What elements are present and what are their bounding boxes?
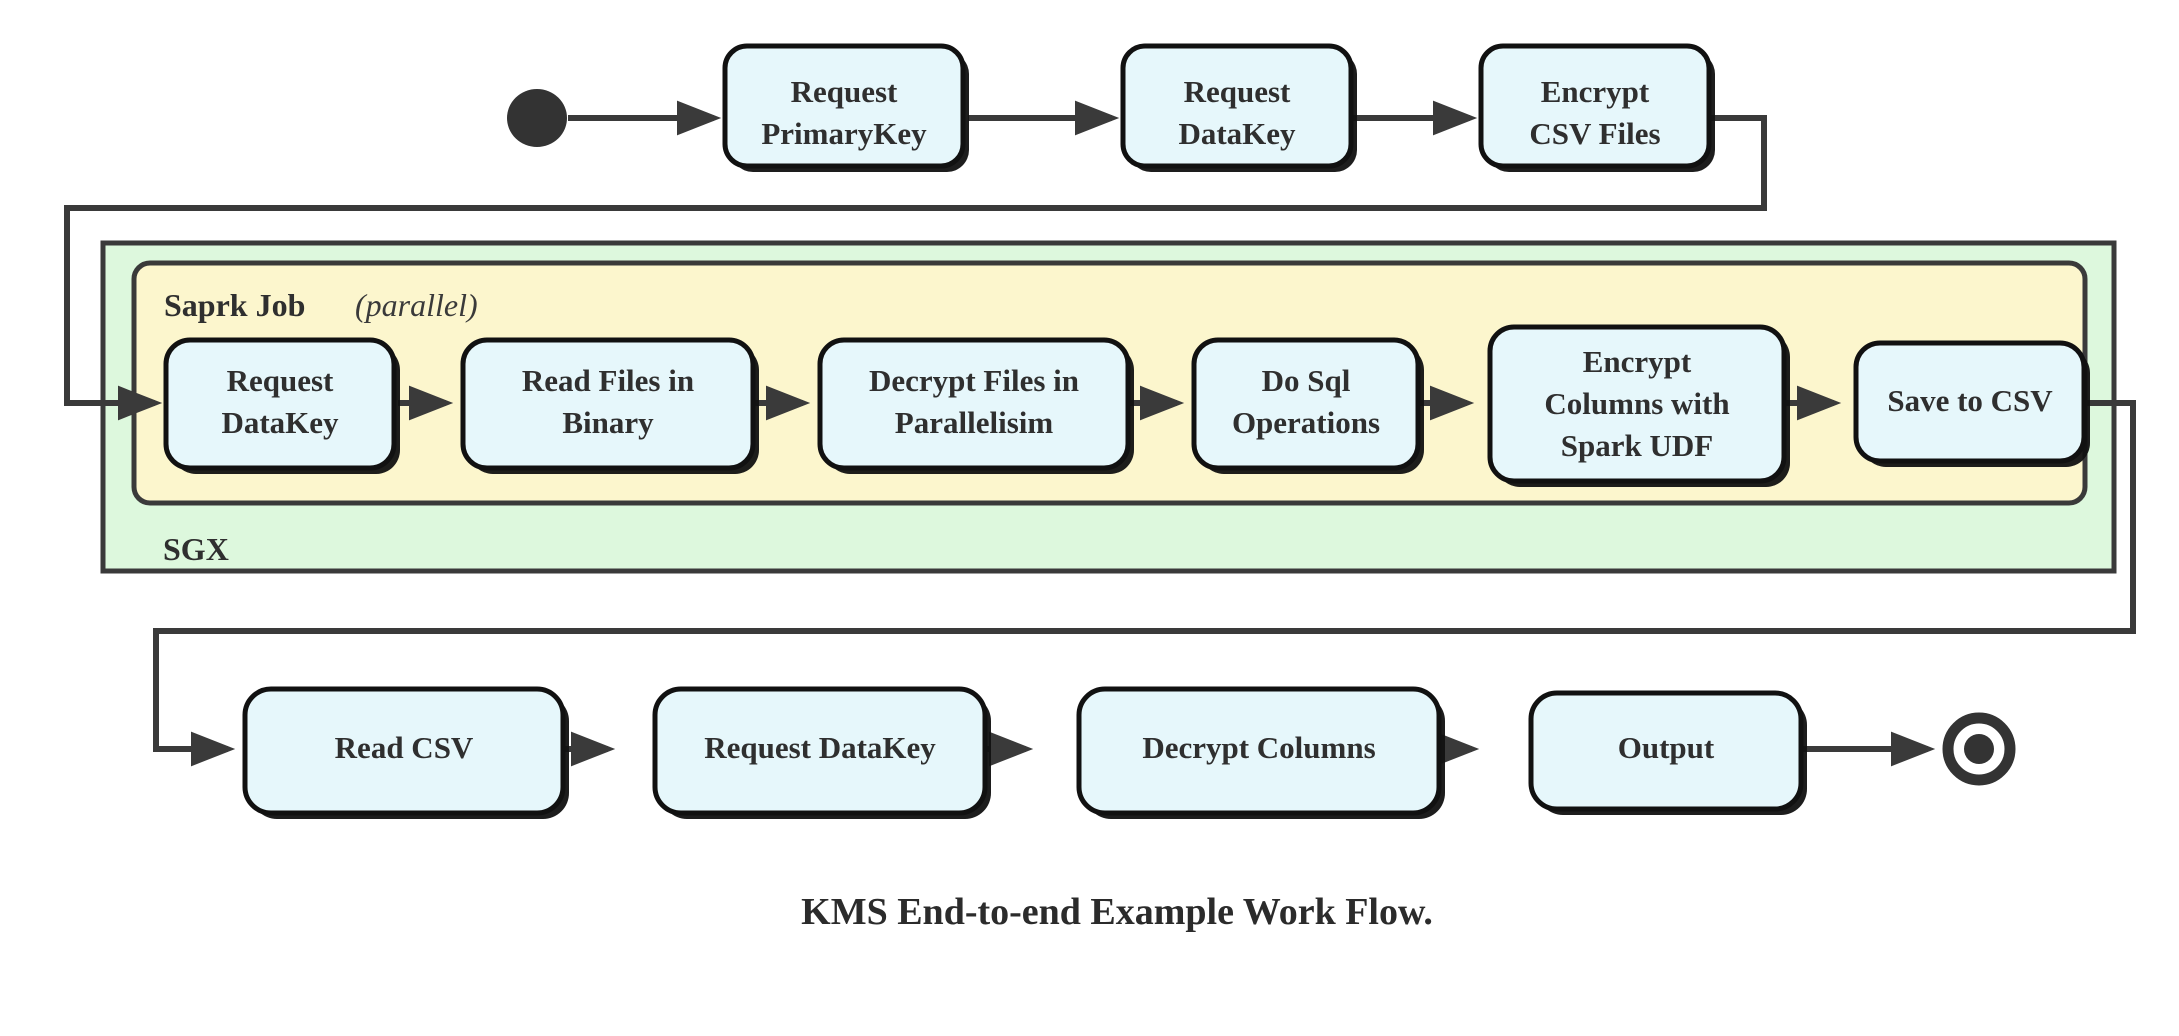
node-encrypt-csv-files[interactable]: Encrypt CSV Files: [1478, 43, 1715, 172]
node-label-line: CSV Files: [1529, 116, 1660, 151]
node-label-line: Request DataKey: [704, 730, 936, 765]
node-read-csv[interactable]: Read CSV: [242, 686, 569, 819]
node-request-datakey-bottom[interactable]: Request DataKey: [652, 686, 991, 819]
node-label-line: DataKey: [221, 405, 339, 440]
node-save-to-csv[interactable]: Save to CSV: [1853, 340, 2090, 467]
node-request-datakey-spark[interactable]: Request DataKey: [163, 337, 400, 474]
node-label-line: DataKey: [1178, 116, 1296, 151]
node-label-line: Request: [1184, 74, 1291, 109]
node-label-line: Parallelisim: [895, 405, 1054, 440]
node-output[interactable]: Output: [1528, 690, 1807, 815]
end-node: [1942, 712, 2016, 786]
node-request-primarykey[interactable]: Request PrimaryKey: [722, 43, 969, 172]
node-decrypt-files-in-parallelisim[interactable]: Decrypt Files in Parallelisim: [817, 337, 1134, 474]
spark-job-parallel-label: (parallel): [355, 287, 478, 323]
node-label-line: Spark UDF: [1561, 428, 1713, 463]
spark-job-panel-label: Saprk Job: [164, 287, 305, 323]
diagram-caption: KMS End-to-end Example Work Flow.: [801, 891, 1433, 933]
node-label-line: PrimaryKey: [761, 116, 927, 151]
node-label-line: Save to CSV: [1887, 383, 2053, 418]
node-label-line: Encrypt: [1541, 74, 1650, 109]
node-label-line: Columns with: [1544, 386, 1729, 421]
node-do-sql-operations[interactable]: Do Sql Operations: [1191, 337, 1424, 474]
node-read-files-in-binary[interactable]: Read Files in Binary: [460, 337, 759, 474]
node-label-line: Decrypt Columns: [1142, 730, 1375, 765]
edge-save-csv-to-read-csv: [153, 400, 2136, 767]
edge-encrypt-csv-to-spark-datakey: [64, 115, 1767, 421]
node-label-line: Do Sql: [1262, 363, 1351, 398]
node-encrypt-columns-with-spark-udf[interactable]: Encrypt Columns with Spark UDF: [1487, 324, 1790, 487]
node-label-line: Output: [1618, 730, 1715, 765]
node-label-line: Binary: [562, 405, 654, 440]
node-label-line: Operations: [1232, 405, 1380, 440]
node-label-line: Decrypt Files in: [869, 363, 1079, 398]
node-decrypt-columns[interactable]: Decrypt Columns: [1076, 686, 1445, 819]
node-label-line: Request: [791, 74, 898, 109]
node-label-line: Read CSV: [335, 730, 474, 765]
edges: [64, 100, 2136, 767]
node-label-line: Encrypt: [1583, 344, 1692, 379]
node-request-datakey-top[interactable]: Request DataKey: [1120, 43, 1357, 172]
start-node: [507, 89, 567, 147]
node-label-line: Request: [227, 363, 334, 398]
sgx-panel-label: SGX: [163, 531, 229, 567]
node-label-line: Read Files in: [522, 363, 694, 398]
